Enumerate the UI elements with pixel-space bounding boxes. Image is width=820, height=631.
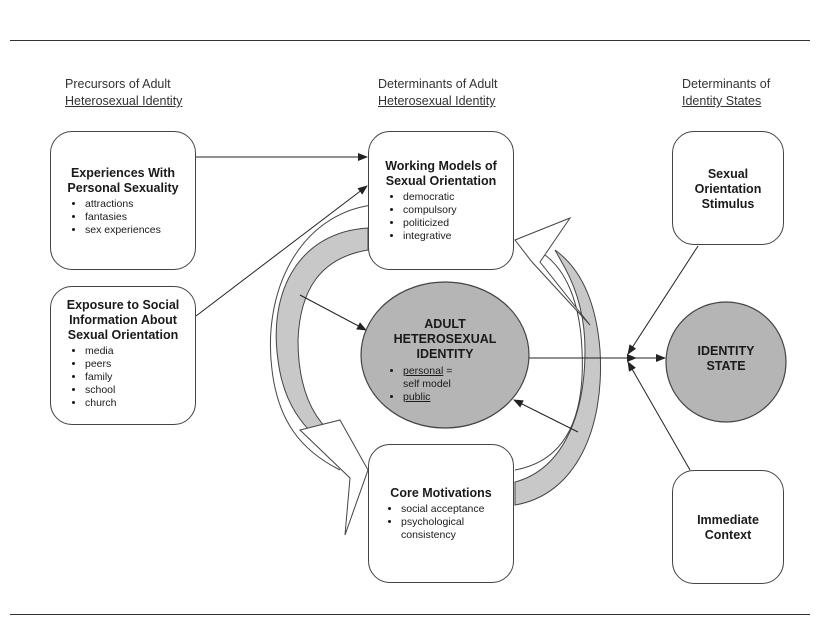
experiences-list: attractions fantasies sex experiences (59, 198, 187, 237)
box-immediate-context: Immediate Context (672, 470, 784, 584)
feedback-loop-left-outline (269, 204, 373, 471)
feedback-loop-left-arrowhead (299, 419, 369, 536)
identity-state-label: IDENTITY STATE (697, 344, 755, 373)
arrow-stimulus-to-junction (627, 245, 699, 355)
box-sexual-orientation-stimulus: Sexual Orientation Stimulus (672, 131, 784, 245)
identity-state-circle (665, 301, 787, 423)
top-rule (10, 40, 810, 41)
feedback-loop-right (514, 249, 602, 506)
arrow-up-into-adult-identity (513, 399, 579, 433)
box-experiences-with-personal-sexuality: Experiences With Personal Sexuality attr… (50, 131, 196, 270)
exposure-list: media peers family school church (59, 345, 187, 410)
column-heading-precursors: Precursors of Adult Heterosexual Identit… (65, 77, 183, 108)
working-models-list: democratic compulsory politicized integr… (377, 191, 505, 243)
adult-identity-list: personal =self model public (375, 365, 515, 404)
column-heading-determinants-states: Determinants of Identity States (682, 77, 771, 108)
feedback-loop-left (275, 227, 369, 456)
adult-heterosexual-identity-label: ADULT HETEROSEXUAL IDENTITY personal =se… (375, 317, 515, 404)
adult-identity-circle (360, 281, 530, 429)
box-exposure-to-social-information: Exposure to Social Information About Sex… (50, 286, 196, 425)
feedback-loop-right-arrowhead (514, 216, 591, 326)
column-heading-determinants-adult: Determinants of Adult Heterosexual Ident… (378, 77, 498, 108)
arrow-into-adult-identity (299, 294, 367, 331)
arrow-immediate-to-junction (627, 361, 691, 471)
core-motivations-list: social acceptance psychologicalconsisten… (377, 503, 505, 542)
bottom-rule (10, 614, 810, 615)
box-working-models: Working Models of Sexual Orientation dem… (368, 131, 514, 270)
box-core-motivations: Core Motivations social acceptance psych… (368, 444, 514, 583)
feedback-loop-right-outline (514, 254, 583, 471)
arrow-exposure-to-working-models (195, 185, 368, 317)
